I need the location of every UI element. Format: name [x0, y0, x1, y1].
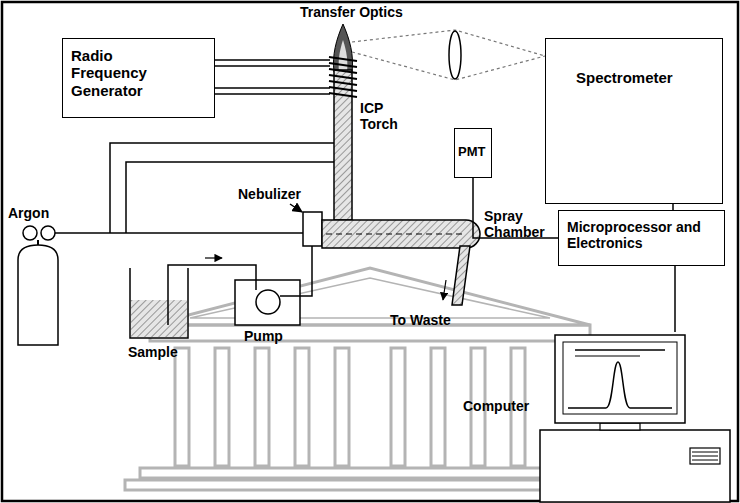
- part-label: Spray Chamber: [484, 208, 556, 240]
- pump-rotor: [256, 290, 280, 314]
- gauge: [41, 226, 55, 240]
- plasma-core: [339, 40, 348, 72]
- icp-torch: [334, 70, 352, 220]
- node-label: Microprocessor and Electronics: [567, 219, 717, 251]
- flow-arrow: [205, 257, 222, 258]
- part-label: Nebulizer: [238, 186, 301, 202]
- sample-liquid: [131, 300, 187, 337]
- pointer-arrow: [290, 204, 302, 212]
- sample-beaker: [130, 268, 188, 338]
- spray-chamber: [322, 220, 480, 248]
- generator-box: Radio Frequency Generator: [62, 38, 215, 118]
- argon-cylinder: [18, 245, 58, 345]
- part-label: Transfer Optics: [300, 4, 403, 20]
- gauge: [23, 226, 37, 240]
- node-label: Spectrometer: [576, 69, 673, 86]
- node-label: Radio Frequency Generator: [71, 47, 166, 99]
- waste-arrow: [443, 280, 446, 300]
- node-label: Computer: [463, 398, 529, 414]
- drain: [452, 246, 470, 305]
- part-label: To Waste: [390, 312, 451, 328]
- part-label: Pump: [244, 328, 283, 344]
- gas-lines: [55, 143, 334, 233]
- spectrometer-box: Spectrometer: [545, 38, 723, 204]
- part-label: Argon: [8, 205, 49, 221]
- pmt-box: PMT: [454, 128, 492, 178]
- load-coil: [329, 57, 357, 97]
- node-label: PMT: [458, 145, 485, 160]
- rf-leads: [215, 60, 330, 94]
- signal-line: [674, 266, 676, 332]
- optical-path: [352, 30, 545, 80]
- part-label: ICP Torch: [360, 100, 408, 132]
- pump: [235, 280, 300, 325]
- lens: [449, 31, 461, 79]
- computer-illustration: [540, 335, 730, 502]
- sample-tubing: [168, 246, 312, 325]
- chamber-tube: [326, 233, 462, 234]
- computer-node: Computer: [455, 332, 730, 500]
- electronics-box: Microprocessor and Electronics: [558, 210, 725, 266]
- part-label: Sample: [128, 344, 178, 360]
- nebulizer: [303, 212, 322, 246]
